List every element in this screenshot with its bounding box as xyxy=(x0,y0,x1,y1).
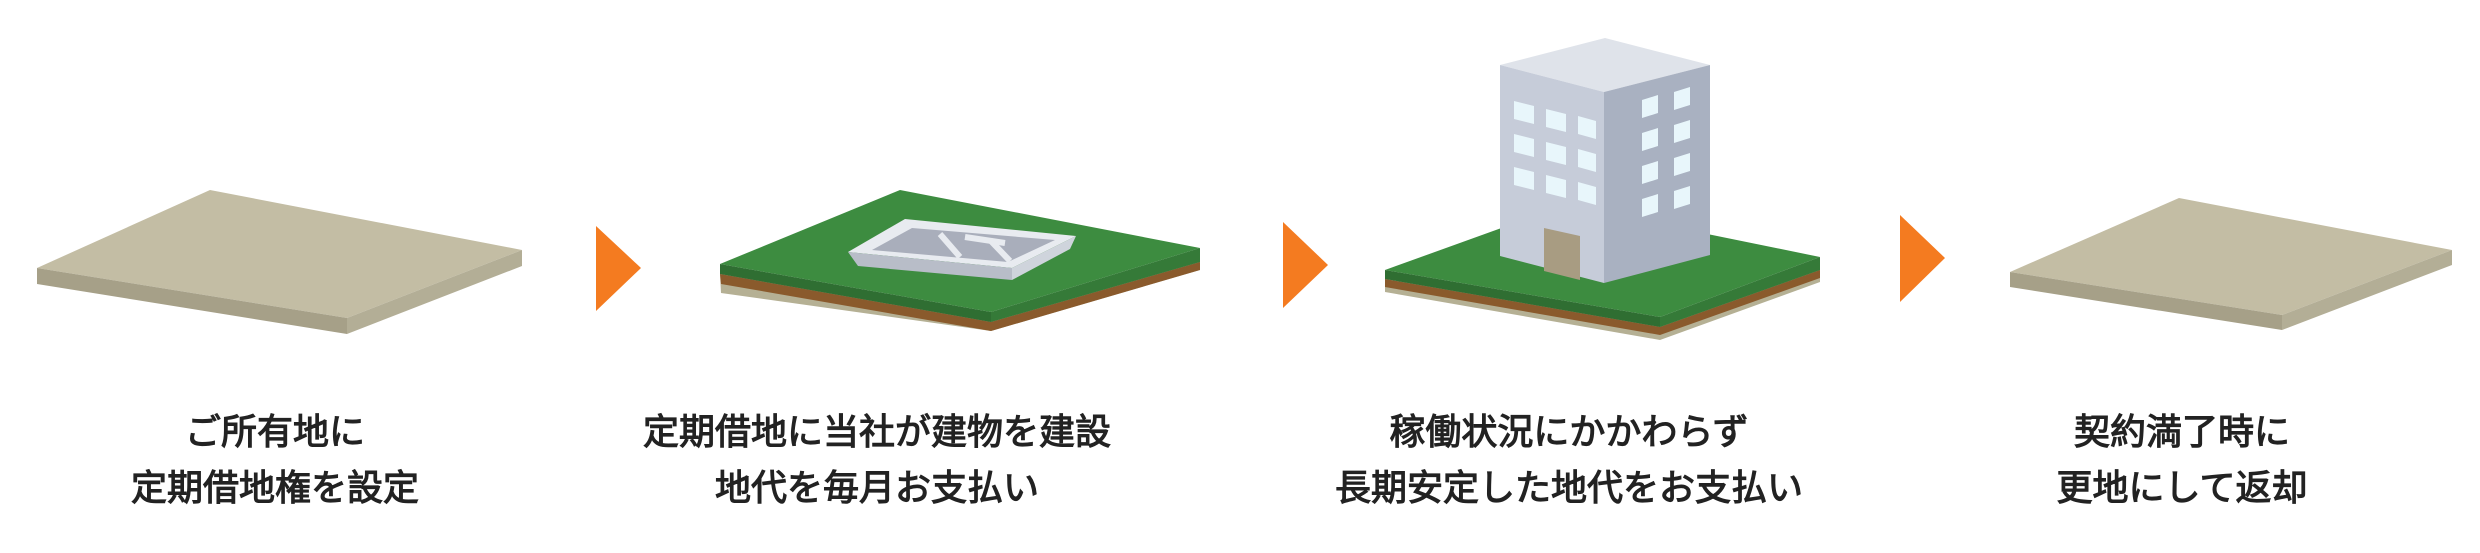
returned-land-slab xyxy=(2010,198,2452,330)
arrow-right-icon xyxy=(1900,215,1945,302)
step-3-caption: 稼働状況にかかわらず 長期安定した地代をお支払い xyxy=(1259,405,1879,517)
step-1-line-2: 定期借地権を設定 xyxy=(0,461,585,517)
land-with-foundation xyxy=(720,190,1200,331)
step-2-line-2: 地代を毎月お支払い xyxy=(567,461,1187,517)
step-2-line-1: 定期借地に当社が建物を建設 xyxy=(567,405,1187,461)
step-3-line-2: 長期安定した地代をお支払い xyxy=(1259,461,1879,517)
step-3-line-1: 稼働状況にかかわらず xyxy=(1259,405,1879,461)
step-4-line-2: 更地にして返却 xyxy=(1872,461,2480,517)
step-2-caption: 定期借地に当社が建物を建設 地代を毎月お支払い xyxy=(567,405,1187,517)
office-building xyxy=(1500,38,1710,283)
bare-land-slab xyxy=(37,190,522,334)
step-4-line-1: 契約満了時に xyxy=(1872,405,2480,461)
step-1-caption: ご所有地に 定期借地権を設定 xyxy=(0,405,585,517)
step-1-line-1: ご所有地に xyxy=(0,405,585,461)
arrow-right-icon xyxy=(1283,222,1328,308)
step-4-caption: 契約満了時に 更地にして返却 xyxy=(1872,405,2480,517)
arrow-right-icon xyxy=(596,226,641,311)
building-entrance xyxy=(1544,228,1580,280)
